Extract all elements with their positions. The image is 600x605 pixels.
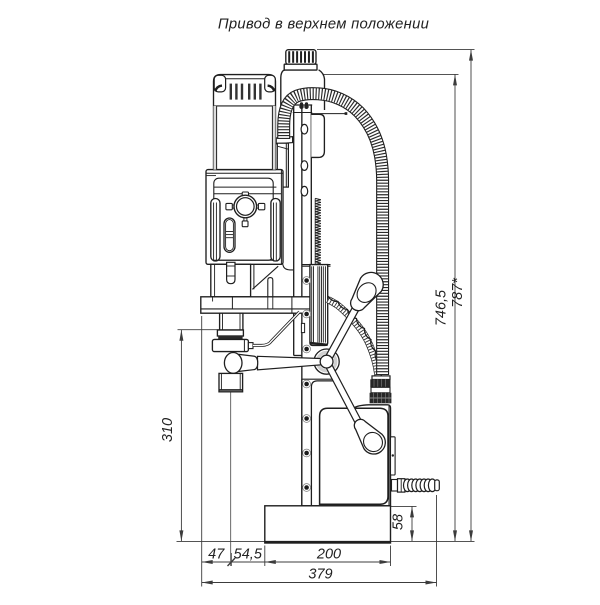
svg-text:746,5: 746,5	[434, 289, 450, 326]
svg-text:379: 379	[308, 567, 332, 583]
svg-text:58: 58	[391, 514, 407, 530]
svg-text:54,5: 54,5	[234, 547, 263, 563]
svg-text:Привод в верхнем положении: Привод в верхнем положении	[218, 17, 429, 33]
svg-text:47: 47	[208, 547, 225, 563]
svg-text:787*: 787*	[450, 277, 466, 308]
svg-text:310: 310	[160, 418, 176, 442]
svg-text:200: 200	[316, 547, 341, 563]
